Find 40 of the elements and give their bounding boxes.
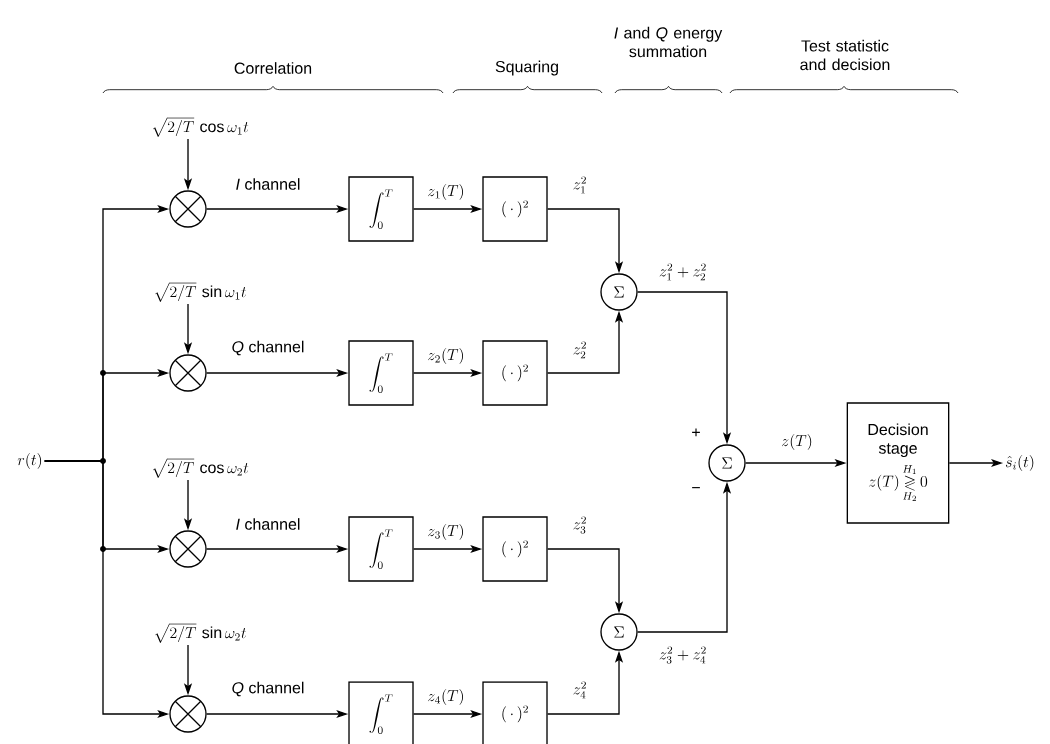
integrator-box: $\int_0^T$ — [348, 340, 414, 406]
edge-label: $z_3(T)$ — [426, 522, 466, 542]
edge-label: $z_3^2+z_4^2$ — [657, 645, 709, 665]
edge-label: Q channel — [230, 339, 306, 357]
edge-label: I channel — [234, 176, 302, 192]
output-label: $\hat{s}_i(t)$ — [1005, 455, 1034, 471]
multiplier-circle — [169, 354, 207, 392]
squarer-box: $(\,\cdot\,)^2$ — [482, 176, 548, 242]
edge-label: I channel — [234, 516, 302, 532]
edge-label: $z_1(T)$ — [426, 182, 466, 202]
sign-label: − — [692, 487, 700, 489]
squarer-box: $(\,\cdot\,)^2$ — [482, 516, 548, 582]
carrier-label: $\sqrt{2/T}\,\sin\omega_2 t$ — [155, 623, 247, 643]
edge-label: $z(T)$ — [779, 432, 815, 452]
integrator-box: $\int_0^T$ — [348, 681, 414, 744]
squarer-box: $(\,\cdot\,)^2$ — [482, 681, 548, 744]
multiplier-circle — [169, 530, 207, 568]
section-label: Correlation — [234, 62, 312, 74]
edge-label: $z_3^2$ — [571, 515, 589, 535]
integrator-box: $\int_0^T$ — [348, 176, 414, 242]
edge-label: $z_1^2+z_2^2$ — [657, 262, 709, 282]
section-label: Test statistic and decision — [800, 39, 890, 71]
carrier-label: $\sqrt{2/T}\,\sin\omega_1 t$ — [155, 282, 247, 302]
multiplier-circle — [169, 695, 207, 733]
edge-label: $z_2^2$ — [571, 340, 589, 360]
edge-label: $z_4(T)$ — [426, 687, 466, 707]
sign-label: + — [692, 428, 700, 437]
edge-label: Q channel — [230, 680, 306, 698]
input-label: $r(t)$ — [17, 453, 42, 469]
multiplier-circle — [169, 190, 207, 228]
edge-label: $z_2(T)$ — [426, 346, 466, 366]
section-label: I and Q energy summation — [614, 26, 723, 58]
decision-box: Decision stage $z(T)\mathop{\gtrless}\limits^{H_1}_{H_2}0$ — [846, 402, 950, 524]
carrier-label: $\sqrt{2/T}\,\cos\omega_2 t$ — [152, 458, 249, 478]
integrator-box: $\int_0^T$ — [348, 516, 414, 582]
section-label: Squaring — [495, 60, 558, 76]
carrier-label: $\sqrt{2/T}\,\cos\omega_1 t$ — [152, 117, 249, 137]
edge-label: $z_4^2$ — [571, 680, 589, 700]
edge-label: $z_1^2$ — [571, 175, 589, 195]
squarer-box: $(\,\cdot\,)^2$ — [482, 340, 548, 406]
